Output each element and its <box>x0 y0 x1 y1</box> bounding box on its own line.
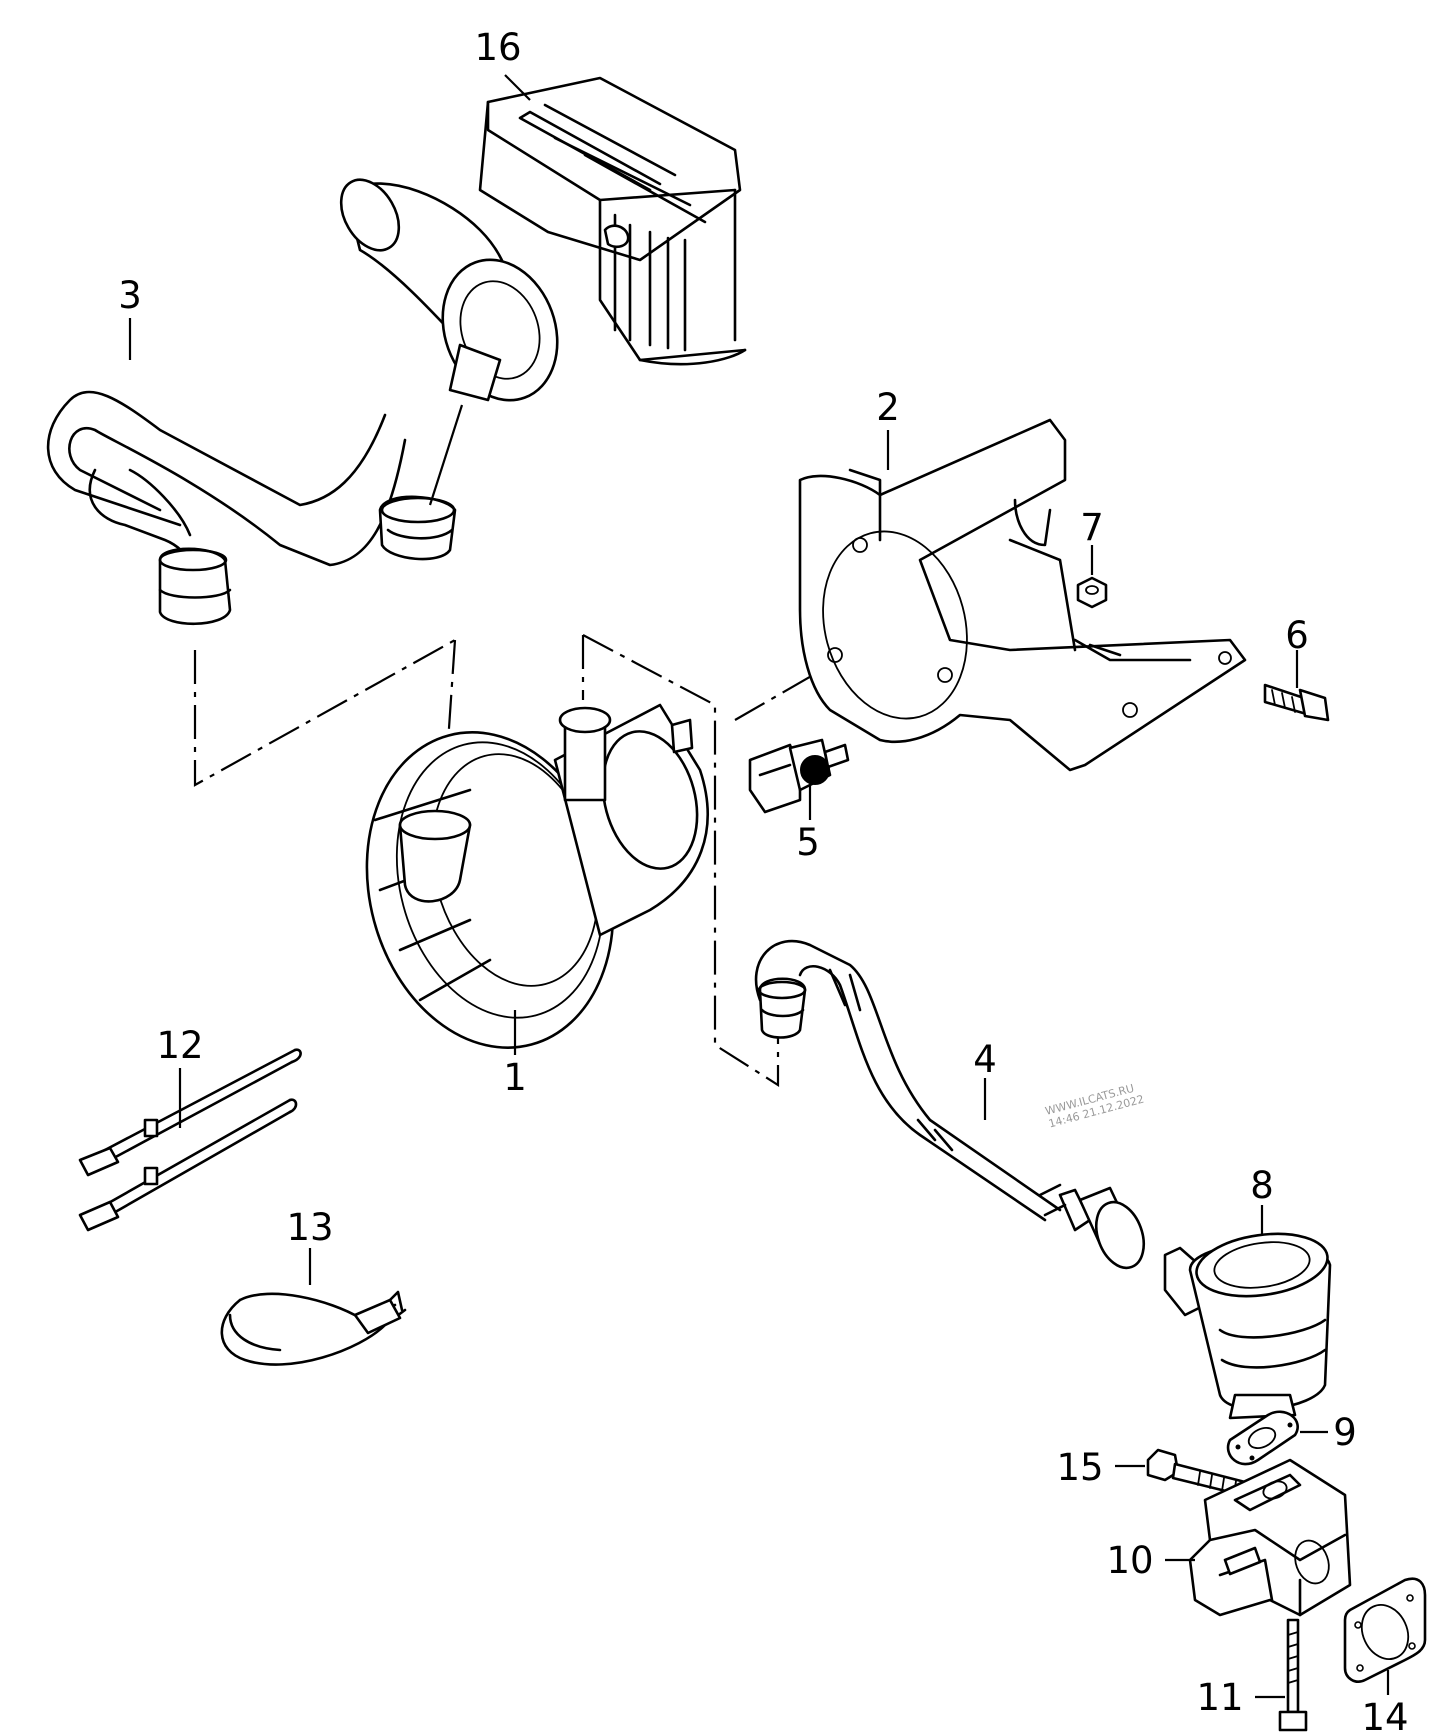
bolt-part-11 <box>1278 1618 1308 1732</box>
callout-15: 15 <box>1056 1446 1103 1489</box>
strap-part-13 <box>220 1290 407 1366</box>
callout-5: 5 <box>796 821 820 864</box>
gasket-part-9 <box>1226 1410 1299 1466</box>
bolt-part-6 <box>1263 683 1330 722</box>
callout-6: 6 <box>1285 614 1309 657</box>
callout-14: 14 <box>1361 1696 1408 1736</box>
nut-part-7 <box>1076 576 1108 609</box>
hose-part-3 <box>46 390 457 626</box>
sensor-part-5 <box>748 738 850 814</box>
callout-9: 9 <box>1333 1411 1357 1454</box>
secondary-air-pump <box>365 703 709 1049</box>
callout-8: 8 <box>1250 1164 1274 1207</box>
valve-part-8 <box>1163 1232 1332 1420</box>
callout-16: 16 <box>474 26 521 69</box>
watermark: WWW.ILCATS.RU 14:46 21.12.2022 <box>1044 1082 1146 1131</box>
flange-part-10 <box>1188 1458 1352 1617</box>
callout-1: 1 <box>503 1056 527 1099</box>
gasket-part-14 <box>1343 1577 1427 1683</box>
cable-ties-part-12 <box>78 1048 302 1232</box>
callout-12: 12 <box>156 1024 203 1067</box>
callout-3: 3 <box>118 274 142 317</box>
bolt-part-15 <box>1146 1448 1247 1497</box>
hose-part-4 <box>754 939 1146 1270</box>
callout-11: 11 <box>1196 1676 1243 1719</box>
air-filter-housing <box>339 76 747 402</box>
callout-4: 4 <box>973 1038 997 1081</box>
callout-10: 10 <box>1106 1539 1153 1582</box>
callout-7: 7 <box>1080 506 1104 549</box>
bracket-part-2 <box>798 418 1247 772</box>
callout-2: 2 <box>876 386 900 429</box>
callout-13: 13 <box>286 1206 333 1249</box>
